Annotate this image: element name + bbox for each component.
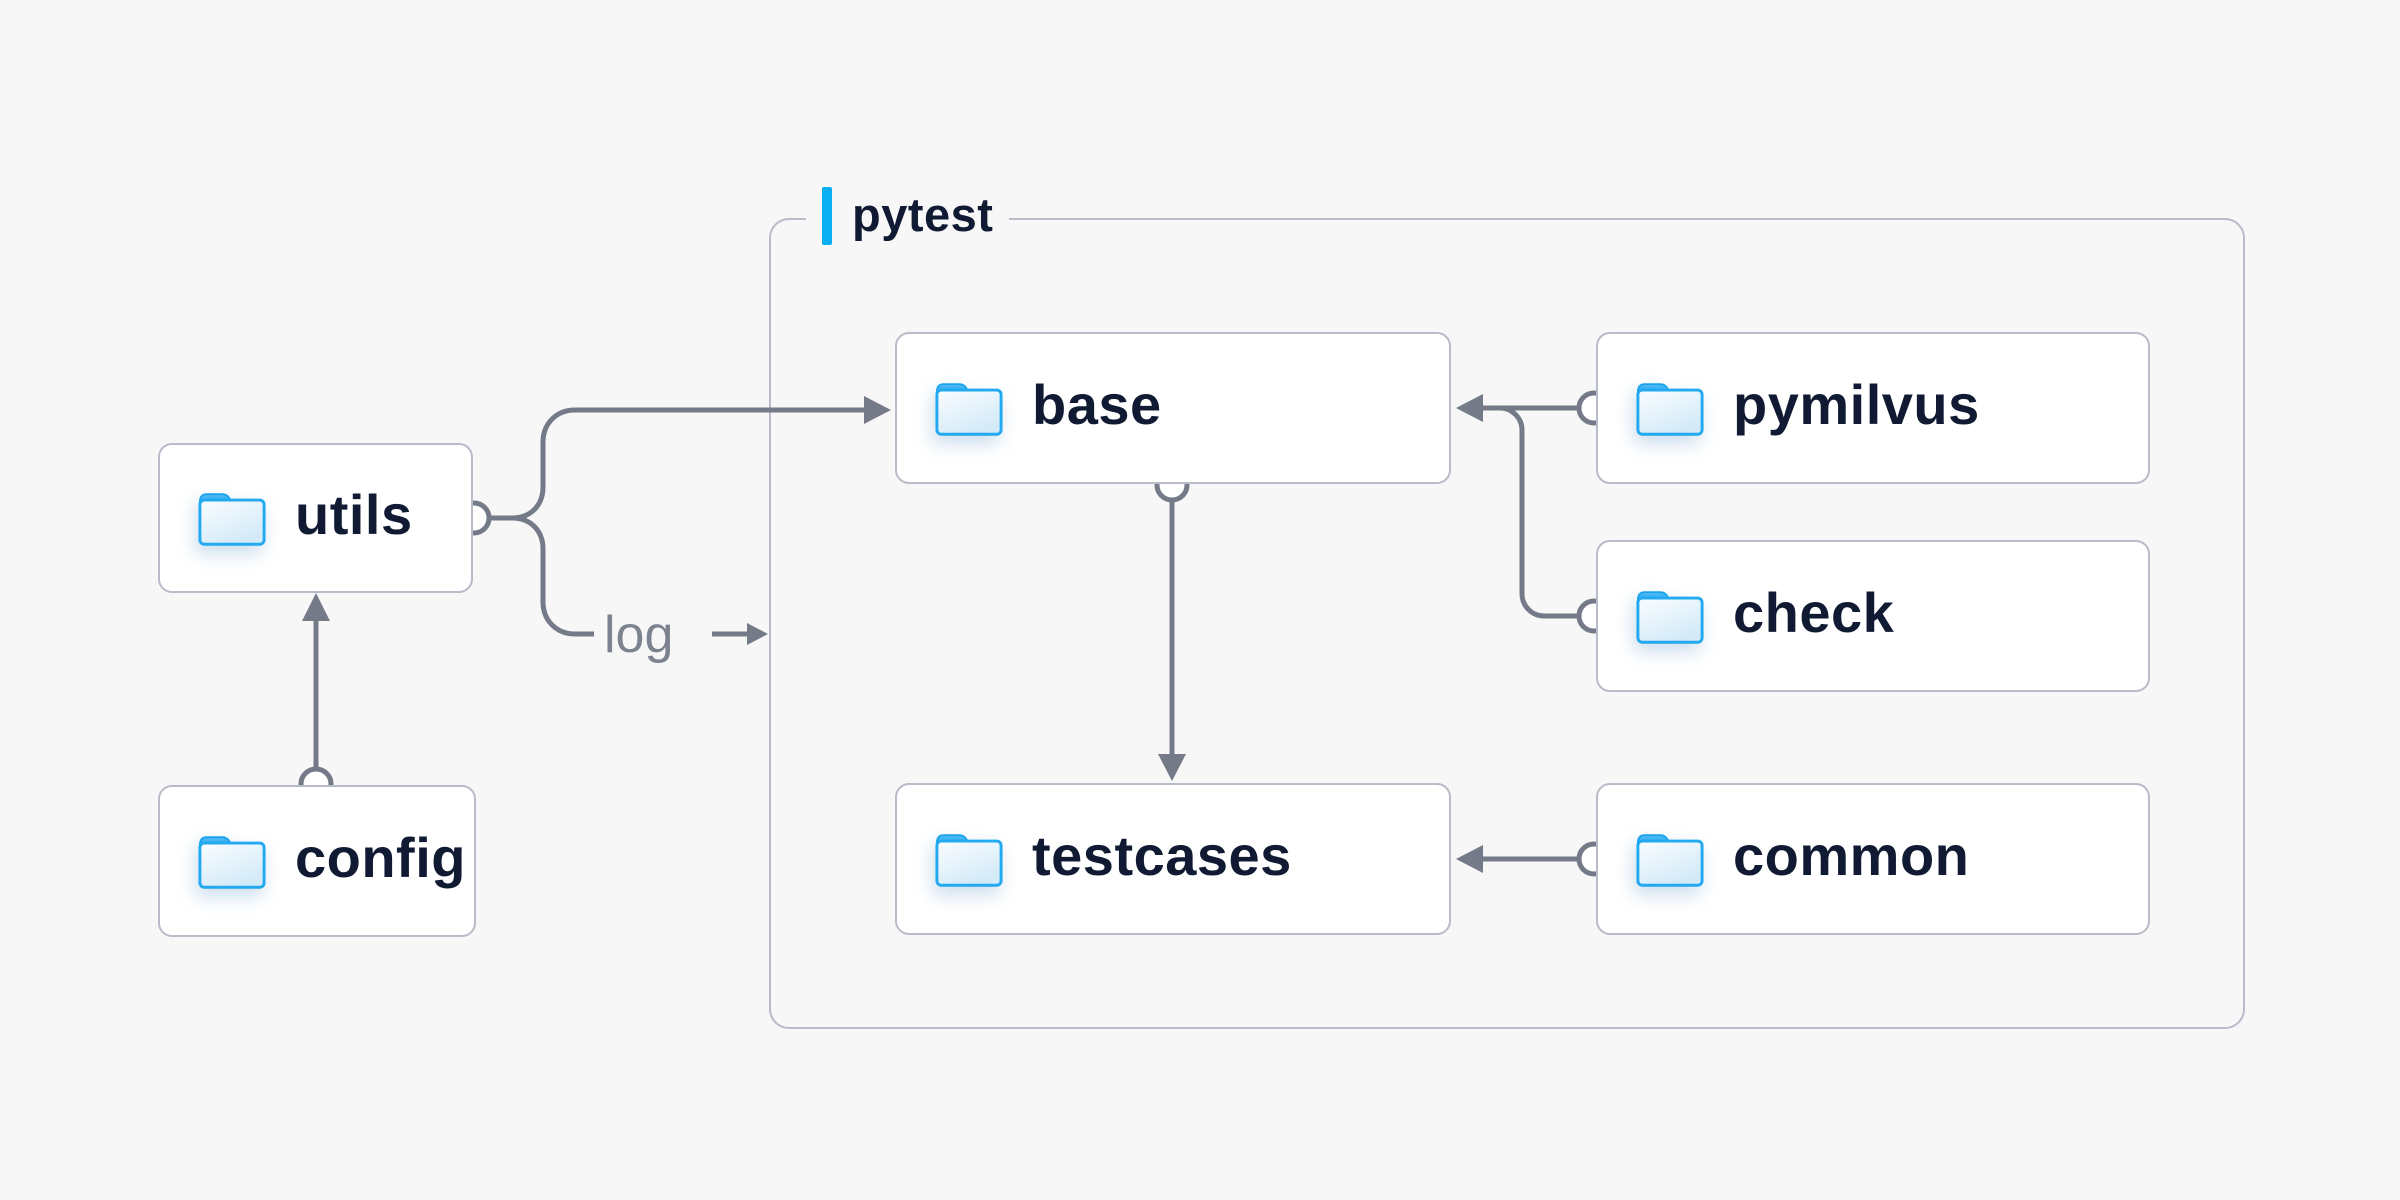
node-label: pymilvus: [1733, 373, 1980, 436]
node-label: base: [1032, 373, 1162, 436]
arrowheads: [302, 394, 1483, 873]
node-pymilvus: pymilvus: [1596, 332, 2150, 484]
node-label: check: [1733, 581, 1895, 644]
node-base: base: [895, 332, 1451, 484]
folder-icon: [935, 833, 1003, 887]
folder-icon: [1636, 382, 1704, 436]
edge-label-log: log: [604, 606, 674, 664]
node-utils: utils: [158, 443, 473, 593]
node-label: config: [295, 826, 466, 889]
folder-icon: [935, 382, 1003, 436]
folder-icon: [198, 835, 266, 889]
folder-icon: [1636, 833, 1704, 887]
node-label: testcases: [1032, 824, 1292, 887]
node-check: check: [1596, 540, 2150, 692]
folder-icon: [1636, 590, 1704, 644]
group-title: pytest: [852, 187, 994, 241]
node-label: utils: [295, 483, 413, 546]
node-common: common: [1596, 783, 2150, 935]
accent-bar: [822, 187, 832, 245]
node-label: common: [1733, 824, 1970, 887]
folder-icon: [198, 492, 266, 546]
node-config: config: [158, 785, 476, 937]
pytest-group-box: [769, 218, 2245, 1029]
node-testcases: testcases: [895, 783, 1451, 935]
pytest-group-label: pytest: [806, 184, 1010, 248]
